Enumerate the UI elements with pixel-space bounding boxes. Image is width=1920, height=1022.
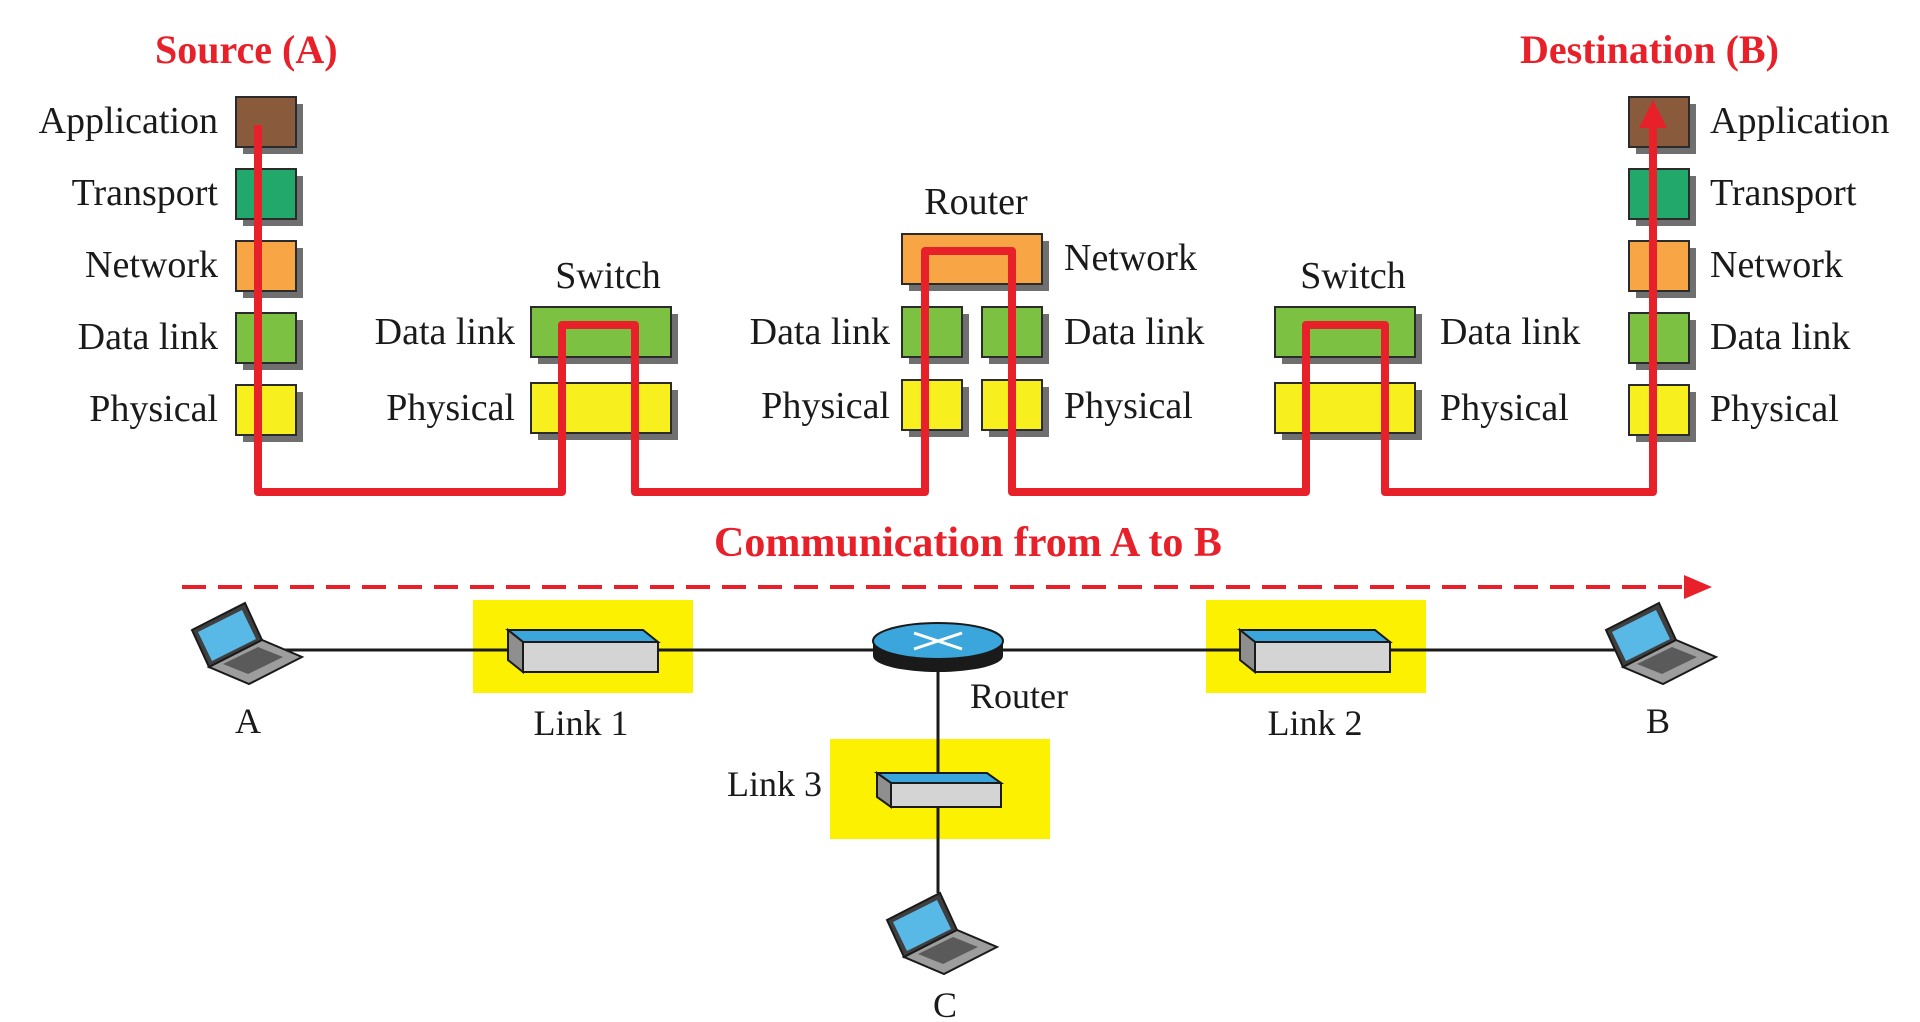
laptop-b-icon (1604, 601, 1719, 686)
source-transport-label: Transport (72, 172, 219, 214)
switch-2-data-link-label: Data link (1440, 311, 1580, 353)
router-network-label: Network (1064, 237, 1197, 279)
link-3-label: Link 3 (727, 764, 822, 804)
switch-2-physical-label: Physical (1440, 387, 1569, 429)
link-2-label: Link 2 (1268, 703, 1363, 743)
communication-arrowhead (1684, 575, 1712, 599)
switch-2-title: Switch (1300, 255, 1406, 297)
destination-network-label: Network (1710, 244, 1843, 286)
destination-transport-layer (1628, 168, 1690, 220)
switch-3-icon (873, 771, 1005, 809)
switch-1-physical-layer (530, 382, 672, 434)
destination-stack: Application Transport Network Data link … (1628, 96, 1889, 442)
laptop-a-icon (190, 601, 305, 686)
source-network-layer (235, 240, 297, 292)
source-title: Source (A) (155, 27, 338, 72)
destination-data-link-layer (1628, 312, 1690, 364)
router-left-data-link-label: Data link (750, 311, 890, 353)
node-b-label: B (1646, 701, 1670, 741)
destination-network-layer (1628, 240, 1690, 292)
source-physical-label: Physical (89, 388, 218, 430)
data-path-arrowhead (1639, 100, 1667, 128)
source-application-label: Application (39, 100, 218, 142)
switch-1-data-link-layer (530, 306, 672, 358)
switch-2-icon (1237, 627, 1393, 675)
switch-1-icon (505, 627, 661, 675)
destination-data-link-label: Data link (1710, 316, 1850, 358)
laptop-c-icon (885, 891, 1000, 976)
source-data-link-layer (235, 312, 297, 364)
data-path-line (254, 118, 1657, 496)
node-a-label: A (235, 701, 261, 741)
switch-1-title: Switch (555, 255, 661, 297)
switch-2-physical-layer (1274, 382, 1416, 434)
router-left-physical-label: Physical (761, 385, 890, 427)
source-physical-layer (235, 384, 297, 436)
source-application-layer (235, 96, 297, 148)
router-right-physical-label: Physical (1064, 385, 1193, 427)
destination-title: Destination (B) (1520, 27, 1779, 72)
communication-label: Communication from A to B (714, 520, 1222, 566)
source-stack: Application Transport Network Data link … (39, 96, 303, 442)
source-transport-layer (235, 168, 297, 220)
router-icon (872, 622, 1004, 672)
node-router-label: Router (970, 676, 1068, 716)
source-network-label: Network (85, 244, 218, 286)
switch-2-data-link-layer (1274, 306, 1416, 358)
router-stack: Router Network Data link Physical Data l… (750, 181, 1204, 437)
router-title: Router (924, 181, 1028, 223)
destination-physical-label: Physical (1710, 388, 1839, 430)
switch-2-stack: Switch Data link Physical (1274, 255, 1580, 440)
switch-1-data-link-label: Data link (375, 311, 515, 353)
switch-1-physical-label: Physical (386, 387, 515, 429)
router-left-data-link-layer (901, 306, 963, 358)
link-1-label: Link 1 (534, 703, 629, 743)
router-left-physical-layer (901, 379, 963, 431)
destination-physical-layer (1628, 384, 1690, 436)
router-right-data-link-label: Data link (1064, 311, 1204, 353)
node-c-label: C (933, 985, 957, 1022)
destination-transport-label: Transport (1710, 172, 1857, 214)
destination-application-label: Application (1710, 100, 1889, 142)
source-data-link-label: Data link (78, 316, 218, 358)
